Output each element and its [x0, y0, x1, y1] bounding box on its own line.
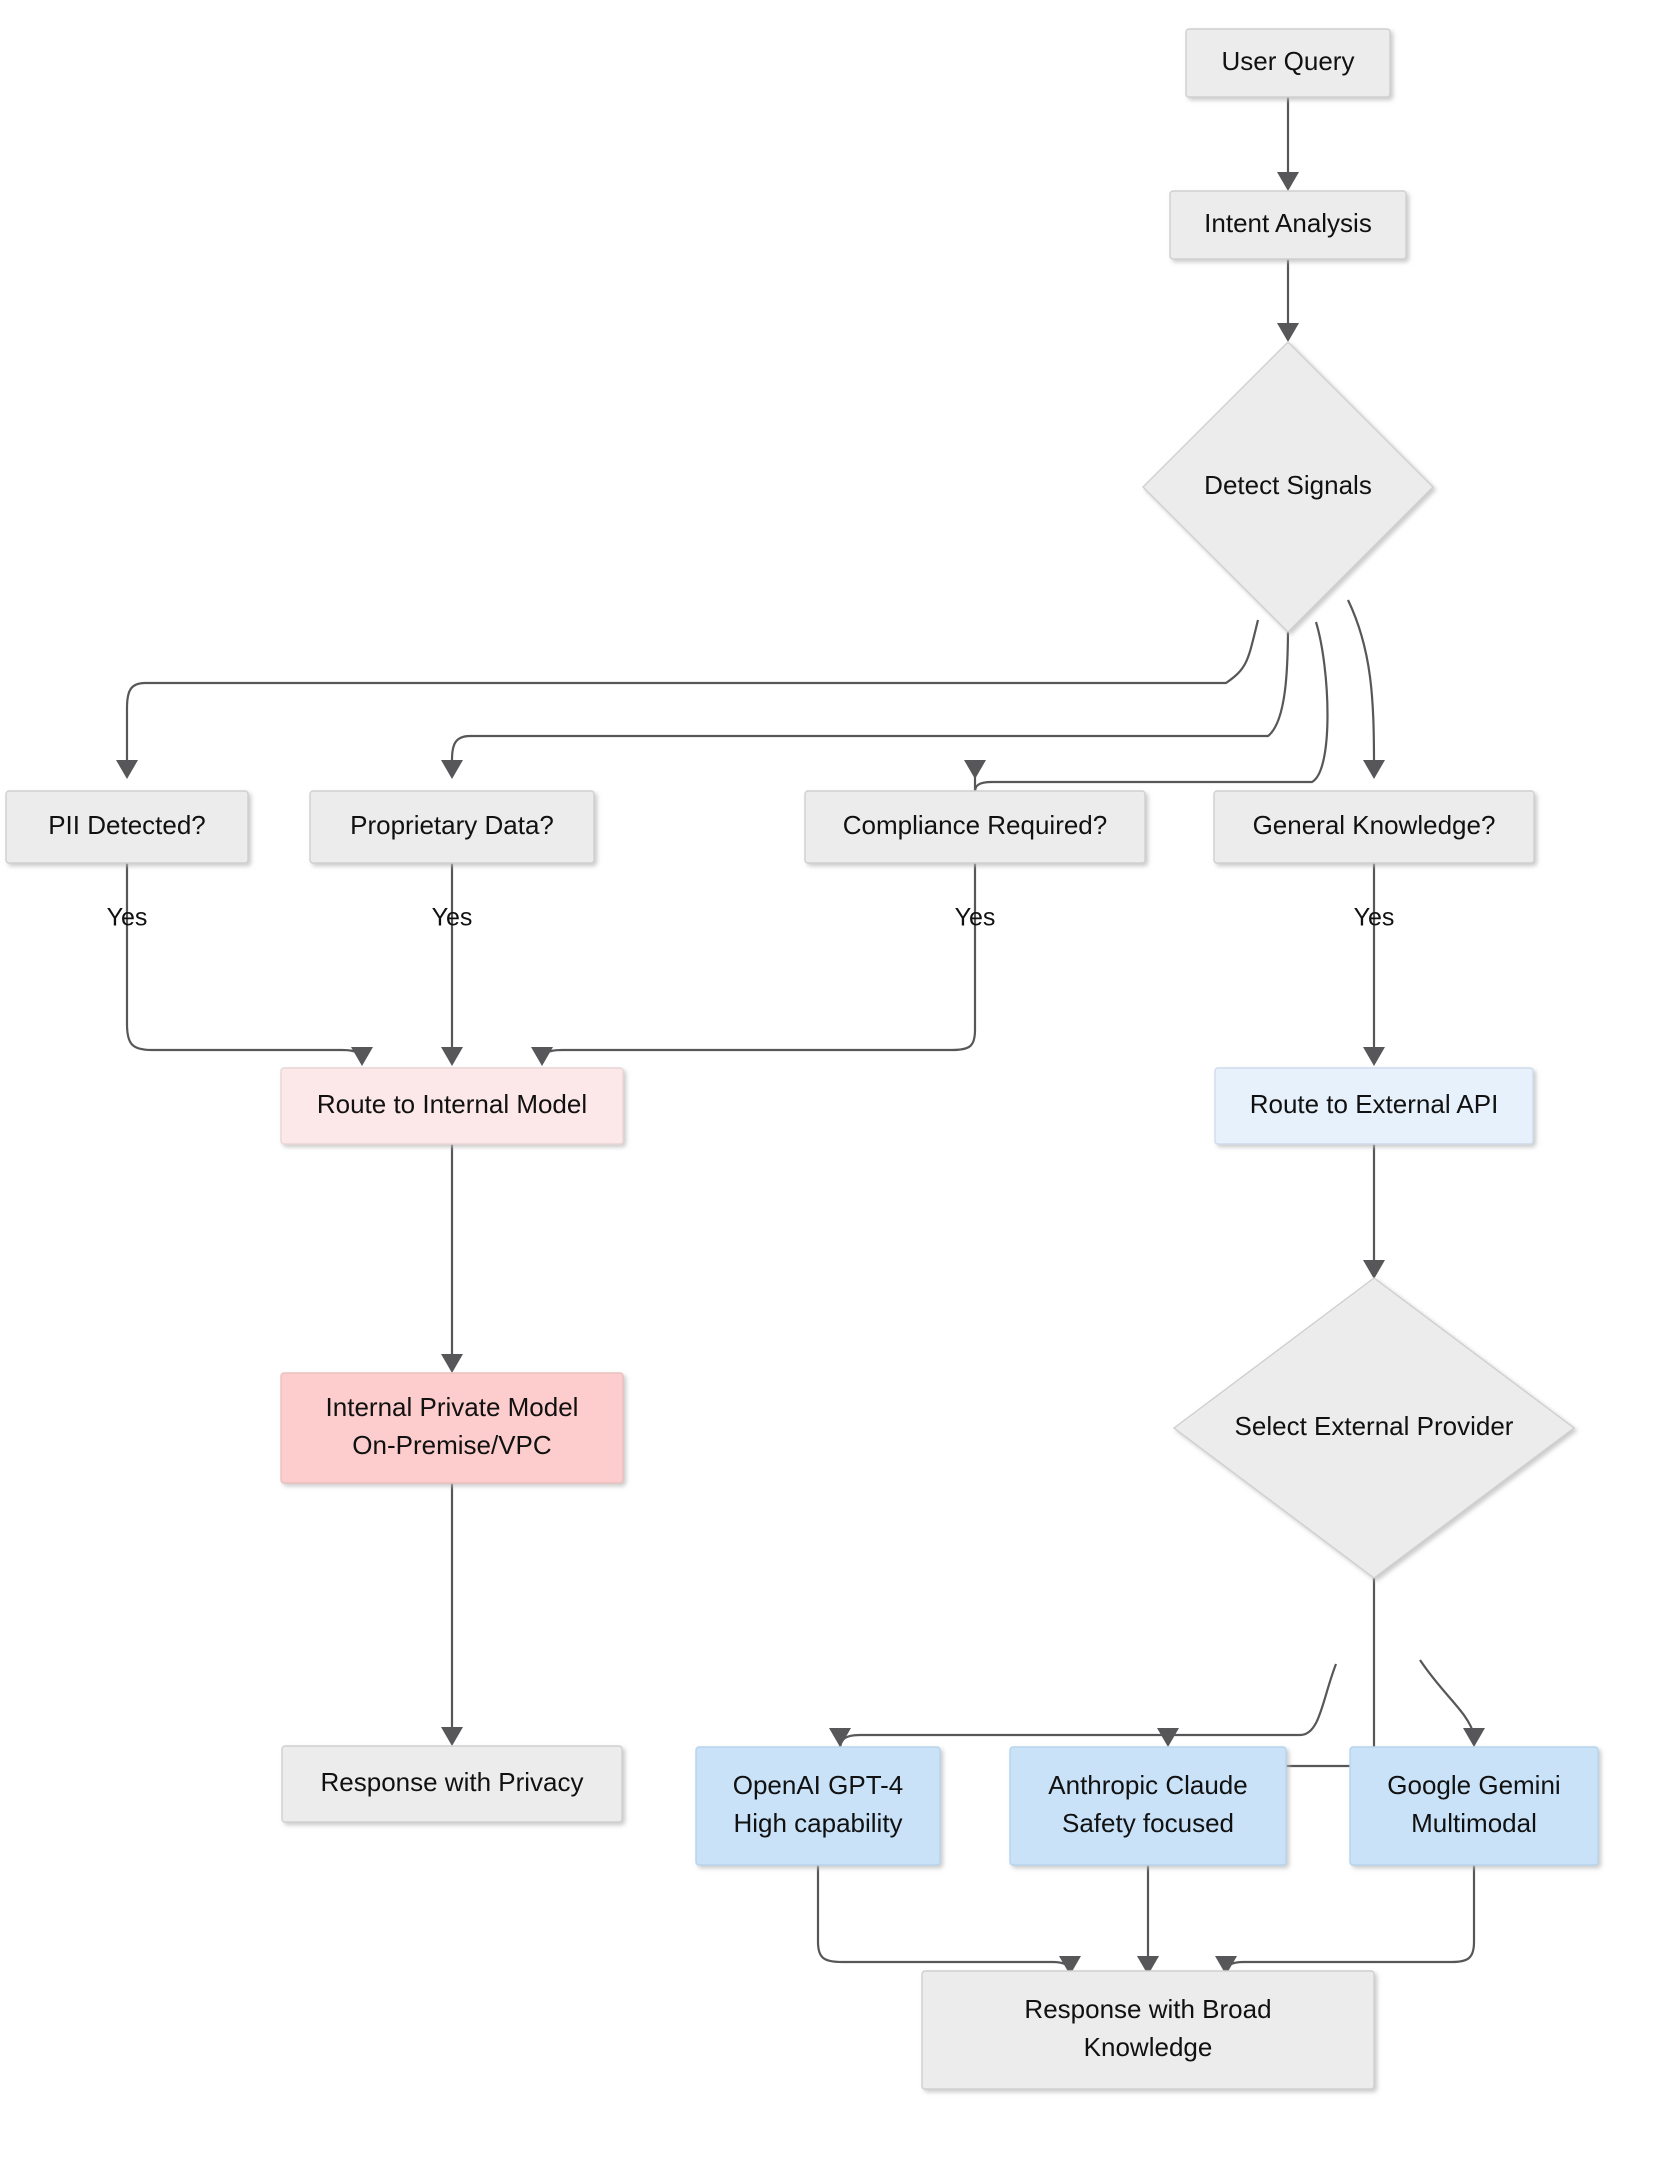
edge-labels-layer: Yes Yes Yes Yes: [107, 904, 1395, 932]
flow-edge: [116, 619, 1260, 779]
node-proprietary-data[interactable]: Proprietary Data?: [309, 790, 595, 864]
edge-arrowhead: [1363, 1047, 1385, 1066]
edge-arrowhead: [351, 1047, 373, 1066]
flow-edge: [441, 1483, 463, 1746]
edge-line: [816, 1865, 1072, 1973]
edge-arrowhead: [1277, 172, 1299, 191]
flow-edge: [441, 863, 463, 1066]
flow-edge: [441, 1144, 463, 1373]
node-shape-rect[interactable]: [309, 790, 595, 864]
edge-line: [125, 619, 1260, 765]
edge-line: [125, 863, 364, 1063]
edge-arrowhead: [1215, 1956, 1237, 1975]
flow-edge: [1137, 1865, 1159, 1975]
edge-line: [838, 1663, 1338, 1751]
edge-label-yes: Yes: [1354, 904, 1395, 932]
node-route-internal[interactable]: Route to Internal Model: [280, 1067, 624, 1145]
edge-arrowhead: [441, 1047, 463, 1066]
node-shape-rect[interactable]: [804, 790, 1146, 864]
edge-arrowhead: [1363, 760, 1385, 779]
node-general-knowledge[interactable]: General Knowledge?: [1213, 790, 1535, 864]
node-shape-rect[interactable]: [695, 1746, 941, 1866]
edge-arrowhead: [1363, 1260, 1385, 1279]
node-route-external[interactable]: Route to External API: [1214, 1067, 1534, 1145]
node-shape-rect[interactable]: [1169, 190, 1407, 260]
edge-arrowhead: [1137, 1956, 1159, 1975]
edge-line: [450, 624, 1290, 765]
edge-arrowhead: [531, 1047, 553, 1066]
node-user-query[interactable]: User Query: [1185, 28, 1391, 98]
flow-edge: [1419, 1659, 1485, 1747]
flow-edge: [1363, 863, 1385, 1066]
flow-edge: [1347, 599, 1385, 779]
node-compliance-required[interactable]: Compliance Required?: [804, 790, 1146, 864]
flow-edge: [816, 1865, 1081, 1975]
edge-arrowhead: [1463, 1728, 1485, 1747]
edge-arrowhead: [441, 1354, 463, 1373]
flow-edge: [1277, 259, 1299, 342]
edge-line: [973, 621, 1329, 793]
edge-line: [540, 863, 977, 1063]
edge-arrowhead: [1277, 323, 1299, 342]
node-response-privacy[interactable]: Response with Privacy: [281, 1745, 623, 1823]
node-shape-rect[interactable]: [281, 1745, 623, 1823]
edge-arrowhead: [829, 1728, 851, 1747]
flow-edge: [125, 863, 373, 1066]
node-shape-rect[interactable]: [5, 790, 249, 864]
flow-edge: [1215, 1865, 1476, 1975]
node-shape-rect[interactable]: [1213, 790, 1535, 864]
flow-edge: [1363, 1144, 1385, 1279]
flow-edge: [964, 621, 1329, 793]
edge-label-yes: Yes: [432, 904, 473, 932]
flow-edge: [441, 624, 1290, 779]
node-detect-signals[interactable]: Detect Signals: [1142, 341, 1434, 633]
flow-edge: [1277, 97, 1299, 191]
node-shape-rect[interactable]: [921, 1970, 1375, 2090]
edge-arrowhead: [441, 760, 463, 779]
edge-arrowhead: [964, 760, 986, 779]
edge-line: [1224, 1865, 1476, 1973]
edge-arrowhead: [1059, 1956, 1081, 1975]
edge-line: [1347, 599, 1376, 766]
node-shape-rect[interactable]: [1214, 1067, 1534, 1145]
edge-arrowhead: [1157, 1728, 1179, 1747]
node-shape-diamond[interactable]: [1172, 1277, 1576, 1579]
flow-edge: [531, 863, 977, 1066]
node-shape-rect[interactable]: [280, 1067, 624, 1145]
flow-edge: [829, 1663, 1338, 1751]
node-select-provider[interactable]: Select External Provider: [1172, 1277, 1576, 1579]
edge-arrowhead: [116, 760, 138, 779]
edge-label-yes: Yes: [107, 904, 148, 932]
edge-line: [1419, 1659, 1476, 1736]
node-shape-rect[interactable]: [1185, 28, 1391, 98]
edge-arrowhead: [441, 1727, 463, 1746]
node-intent-analysis[interactable]: Intent Analysis: [1169, 190, 1407, 260]
node-pii-detected[interactable]: PII Detected?: [5, 790, 249, 864]
node-shape-rect[interactable]: [1009, 1746, 1287, 1866]
node-shape-diamond[interactable]: [1142, 341, 1434, 633]
node-shape-rect[interactable]: [280, 1372, 624, 1484]
edge-label-yes: Yes: [955, 904, 996, 932]
node-shape-rect[interactable]: [1349, 1746, 1599, 1866]
